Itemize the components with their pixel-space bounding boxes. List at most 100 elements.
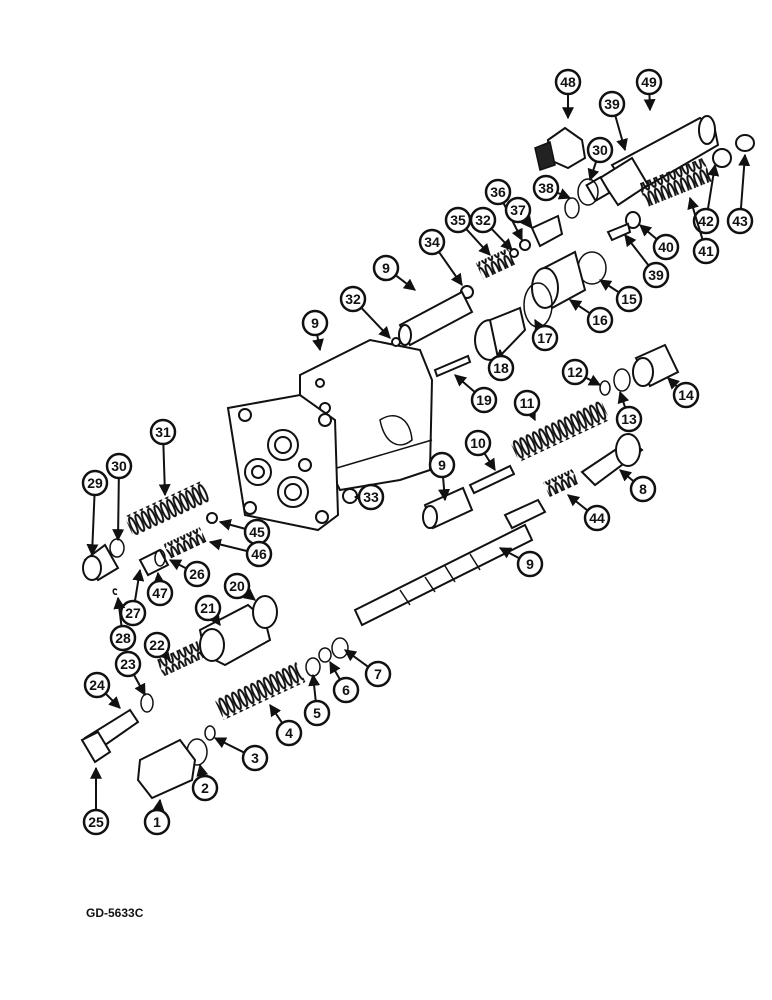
callout-17: 17 — [531, 324, 559, 352]
callout-circle — [464, 429, 492, 457]
callout-leader — [454, 374, 475, 393]
callout-number: 43 — [732, 213, 748, 229]
callout-circle — [301, 309, 329, 337]
callout-leader — [218, 519, 245, 531]
callout-leader — [498, 547, 520, 559]
callout-leader — [329, 660, 341, 680]
callout-leader — [598, 279, 619, 293]
callout-49: 49 — [635, 68, 663, 96]
callout-30: 30 — [105, 452, 133, 480]
callout-number: 12 — [567, 364, 583, 380]
callout-32: 32 — [469, 206, 497, 234]
callout-number: 30 — [592, 142, 608, 158]
callout-number: 32 — [475, 212, 491, 228]
callout-leader — [168, 559, 186, 571]
callout-number: 48 — [560, 74, 576, 90]
callout-circle — [652, 233, 680, 261]
callout-circle — [372, 254, 400, 282]
callout-leader — [738, 153, 751, 209]
callout-32: 32 — [339, 285, 367, 313]
callout-number: 29 — [87, 475, 103, 491]
callout-number: 32 — [345, 291, 361, 307]
callout-leader — [667, 377, 680, 390]
callout-48: 48 — [554, 68, 582, 96]
callout-3: 3 — [241, 744, 269, 772]
lower-left-assembly — [80, 480, 358, 800]
callout-9: 9 — [428, 451, 456, 479]
callout-number: 33 — [363, 489, 379, 505]
callout-number: 10 — [470, 435, 486, 451]
callout-circle — [692, 237, 720, 265]
callout-8: 8 — [629, 475, 657, 503]
callout-leader — [152, 798, 165, 812]
callout-42: 42 — [692, 207, 720, 235]
callout-circle — [143, 631, 171, 659]
callout-34: 34 — [418, 228, 446, 256]
callout-number: 15 — [621, 291, 637, 307]
callout-number: 7 — [374, 666, 382, 682]
callout-number: 8 — [639, 481, 647, 497]
callout-circle — [504, 196, 532, 224]
callout-number: 37 — [510, 202, 526, 218]
callout-24: 24 — [83, 671, 111, 699]
callout-leader — [158, 647, 171, 661]
callout-19: 19 — [470, 386, 498, 414]
callout-10: 10 — [464, 429, 492, 457]
callout-leader — [213, 737, 244, 754]
callout-leader — [113, 596, 126, 626]
callout-number: 4 — [285, 725, 293, 741]
callout-number: 22 — [149, 637, 165, 653]
callout-4: 4 — [275, 719, 303, 747]
callout-44: 44 — [583, 504, 611, 532]
callout-9: 9 — [301, 309, 329, 337]
callout-number: 39 — [604, 96, 620, 112]
callout-22: 22 — [143, 631, 171, 659]
callout-16: 16 — [586, 306, 614, 334]
callout-27: 27 — [119, 599, 147, 627]
callout-number: 2 — [201, 780, 209, 796]
callout-20: 20 — [223, 572, 251, 600]
callout-35: 35 — [444, 206, 472, 234]
callout-circle — [245, 540, 273, 568]
callout-2: 2 — [191, 774, 219, 802]
callout-circle — [554, 68, 582, 96]
callout-number: 3 — [251, 750, 259, 766]
callout-circle — [586, 306, 614, 334]
relief-valve-assembly — [353, 115, 755, 627]
callout-38: 38 — [532, 174, 560, 202]
callout-number: 30 — [111, 458, 127, 474]
callout-circle — [339, 285, 367, 313]
callout-5: 5 — [303, 699, 331, 727]
callout-circle — [484, 178, 512, 206]
callout-number: 19 — [476, 392, 492, 408]
callout-circle — [444, 206, 472, 234]
callout-6: 6 — [332, 676, 360, 704]
callout-14: 14 — [672, 381, 700, 409]
callout-45: 45 — [243, 518, 271, 546]
callout-leader — [524, 407, 536, 422]
callout-circle — [532, 174, 560, 202]
callout-number: 49 — [641, 74, 657, 90]
callout-number: 9 — [526, 556, 534, 572]
callout-number: 39 — [648, 267, 664, 283]
callout-number: 1 — [153, 814, 161, 830]
callout-41: 41 — [692, 237, 720, 265]
callout-circle — [149, 418, 177, 446]
callout-leader — [569, 299, 590, 314]
callout-number: 9 — [438, 457, 446, 473]
callout-circle — [364, 660, 392, 688]
callout-leader — [308, 673, 321, 701]
callout-number: 28 — [115, 630, 131, 646]
callout-9: 9 — [516, 550, 544, 578]
callout-leader — [344, 649, 369, 668]
callout-circle — [635, 68, 663, 96]
callout-30: 30 — [586, 136, 614, 164]
pump-housing — [226, 338, 434, 532]
callout-number: 27 — [125, 605, 141, 621]
callout-number: 40 — [658, 239, 674, 255]
callout-43: 43 — [726, 207, 754, 235]
callout-circle — [143, 808, 171, 836]
callout-number: 14 — [678, 387, 694, 403]
callout-leader — [105, 693, 121, 709]
